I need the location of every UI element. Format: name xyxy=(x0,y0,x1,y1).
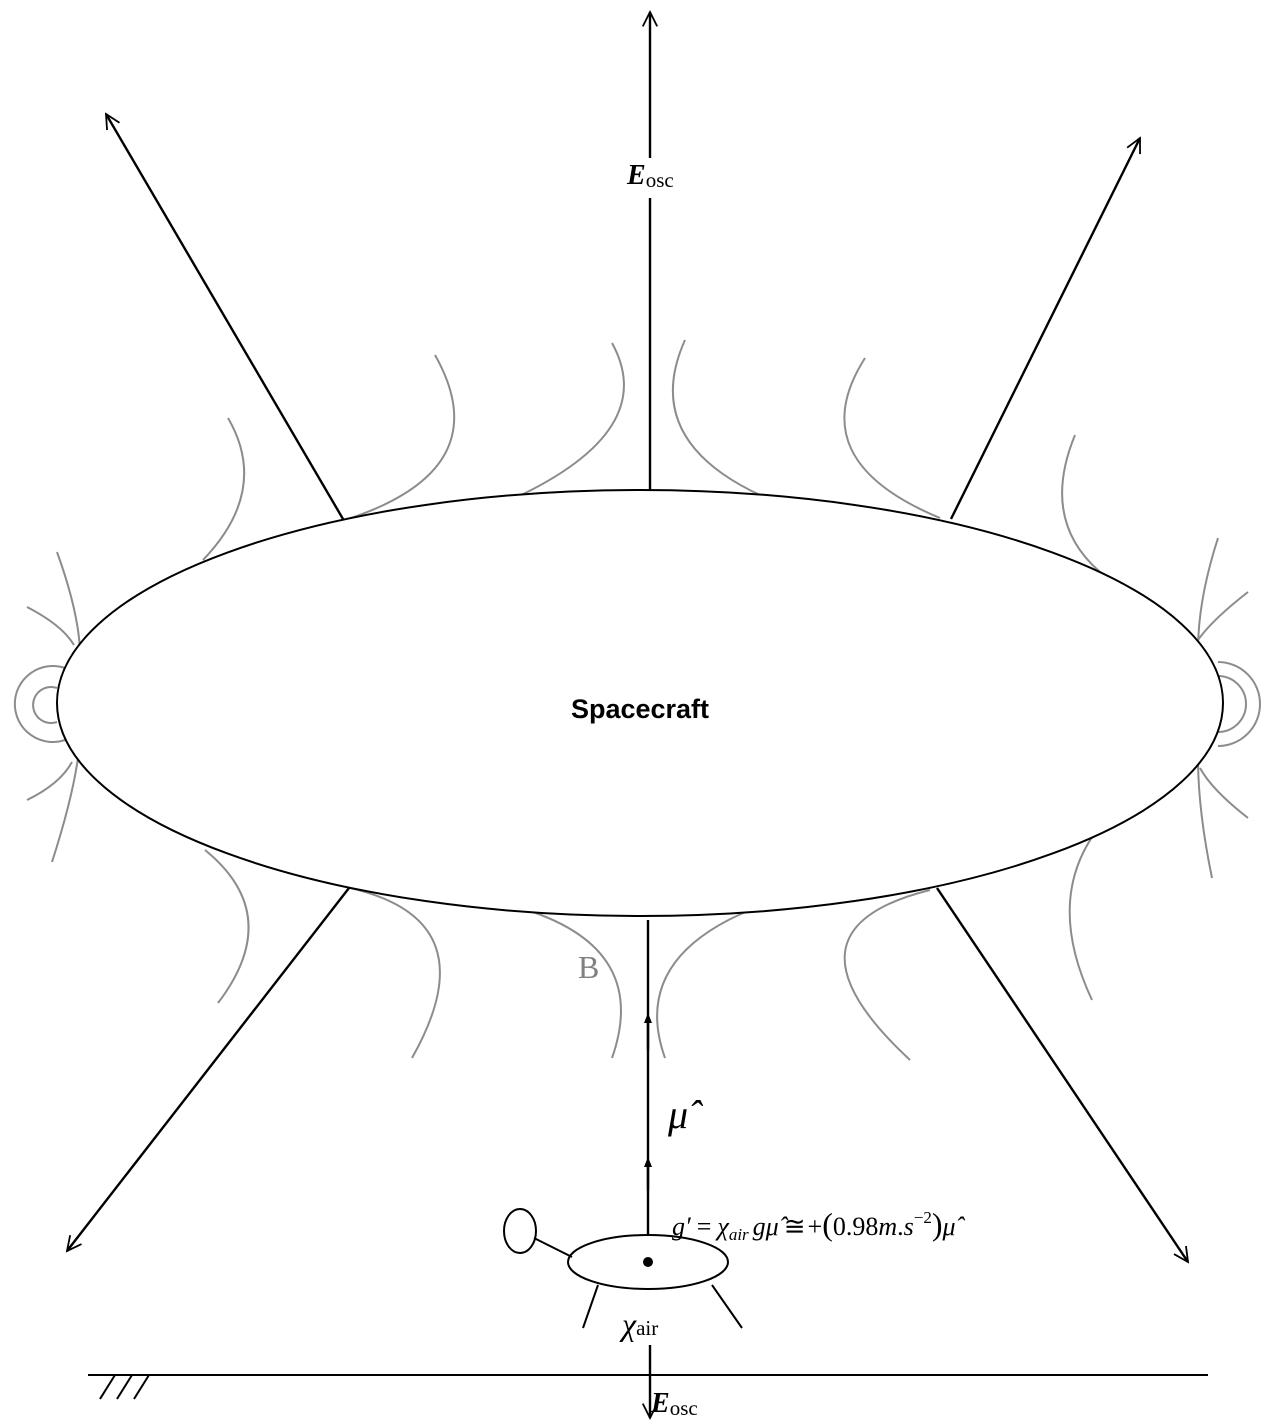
field-line xyxy=(1061,434,1101,573)
eq-m: m xyxy=(878,1212,897,1241)
eq-mu-end: μ̂ xyxy=(942,1212,966,1241)
field-line xyxy=(349,887,441,1059)
e-osc-top-label: Eosc xyxy=(626,160,674,192)
eq-chi-sub: air xyxy=(729,1225,749,1244)
field-line xyxy=(1197,591,1249,641)
eq-value: 0.98 xyxy=(833,1212,879,1241)
field-line xyxy=(32,686,58,724)
spacecraft-body xyxy=(56,489,1224,917)
field-line xyxy=(202,417,246,561)
eq-dot: . xyxy=(897,1212,904,1241)
field-line xyxy=(1197,537,1219,651)
field-line xyxy=(514,342,625,499)
chi-air-subscript: air xyxy=(636,1316,658,1340)
eq-s: s xyxy=(904,1212,914,1241)
field-line xyxy=(656,909,751,1059)
lifter-handle xyxy=(533,1237,573,1258)
field-line xyxy=(843,357,941,519)
field-line xyxy=(1197,757,1213,879)
field-line xyxy=(1217,661,1261,747)
e-field-lower-left-arrow xyxy=(67,887,350,1251)
eq-plus: + xyxy=(808,1212,823,1241)
field-line xyxy=(204,849,250,1004)
field-line xyxy=(26,761,73,801)
field-line xyxy=(671,339,763,497)
magnetic-field-label: B xyxy=(578,949,599,985)
e-osc-bottom-subscript: osc xyxy=(670,1396,698,1420)
eq-g-prime: g′ xyxy=(672,1212,691,1241)
magnetic-field-lines xyxy=(13,339,1261,1061)
e-field-lower-right-arrow xyxy=(936,887,1188,1262)
field-line xyxy=(51,757,79,863)
e-osc-bottom-label: Eosc xyxy=(650,1388,698,1420)
field-line xyxy=(56,551,81,651)
field-line xyxy=(526,909,622,1059)
mu-hat-label: μ̂ xyxy=(667,1092,703,1137)
field-line xyxy=(1199,767,1249,819)
field-line xyxy=(344,354,456,521)
lifter-leg-left xyxy=(582,1284,599,1329)
lifter-handle-knob xyxy=(503,1208,537,1254)
spacecraft-label: Spacecraft xyxy=(571,694,709,724)
ground-hatch xyxy=(116,1374,133,1400)
eq-approx: ≅ xyxy=(784,1212,806,1241)
center-point xyxy=(643,1257,653,1267)
field-line xyxy=(1068,829,1098,1001)
field-line xyxy=(26,606,75,646)
eq-equals: = xyxy=(697,1212,712,1241)
e-field-upper-left-arrow xyxy=(104,114,345,520)
lifter-leg-right xyxy=(711,1284,743,1329)
field-line xyxy=(13,665,66,743)
e-field-upper-right-arrow xyxy=(949,138,1142,520)
ground-hatch xyxy=(99,1374,116,1400)
chi-air-label: χair xyxy=(619,1306,658,1342)
eq-chi: χ xyxy=(714,1212,729,1241)
eq-exponent: −2 xyxy=(914,1208,932,1227)
ground xyxy=(88,1374,1208,1400)
electric-field-lines xyxy=(67,12,1188,1418)
field-line xyxy=(843,889,931,1061)
ground-hatch xyxy=(133,1374,150,1400)
field-line xyxy=(1217,675,1247,733)
eq-g: g xyxy=(753,1212,766,1241)
e-osc-top-subscript: osc xyxy=(646,168,674,192)
